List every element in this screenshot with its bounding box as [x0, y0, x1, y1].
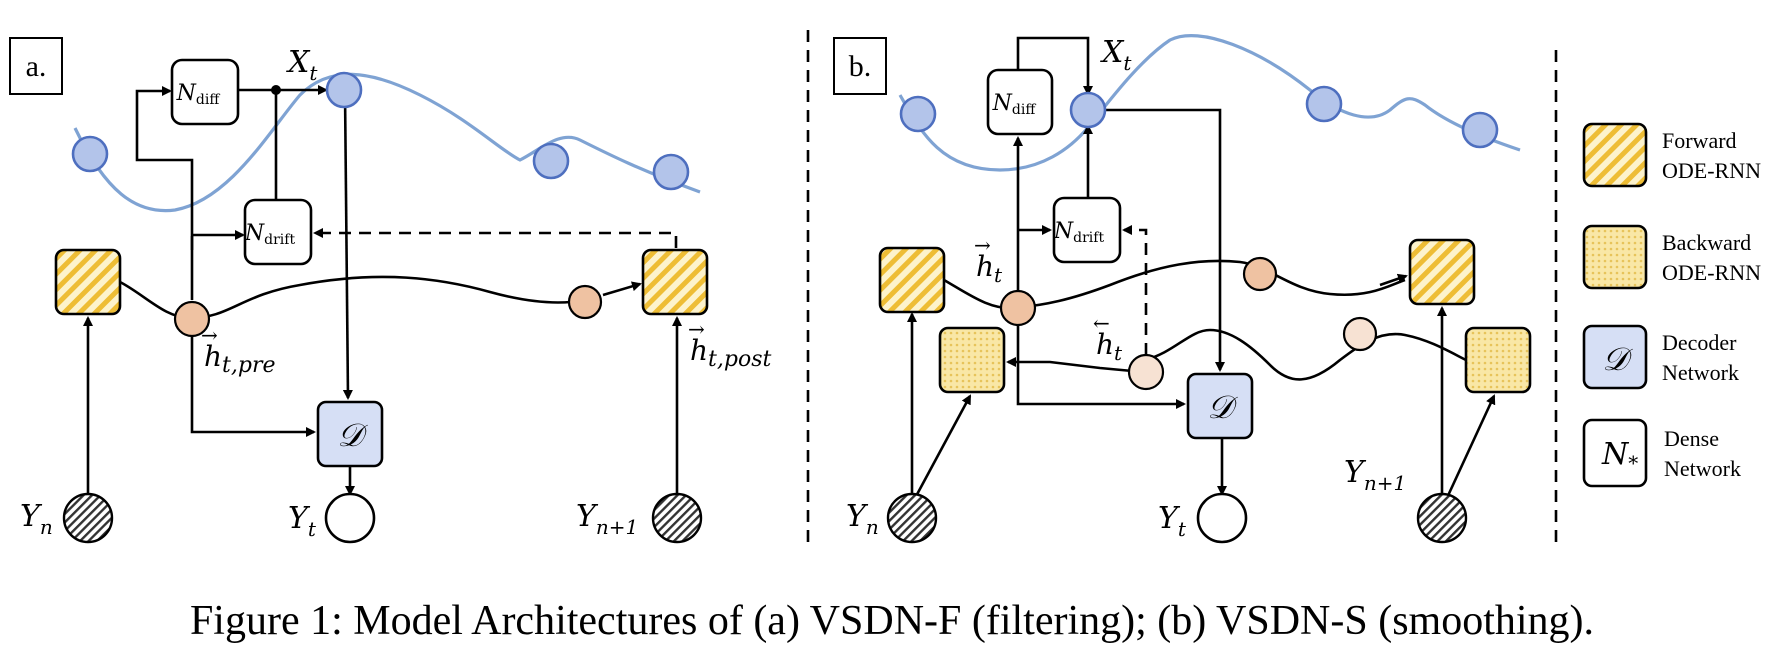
legend-forward-line1: Forward — [1662, 128, 1737, 153]
obs-node-yn1-b — [1416, 492, 1468, 544]
figure-caption: Figure 1: Model Architectures of (a) VSD… — [190, 598, 1594, 644]
backward-hidden-trajectory-b — [1144, 328, 1467, 381]
legend-dense-line2: Network — [1664, 456, 1741, 481]
forward-hidden-node-b — [999, 289, 1037, 327]
x-t-label-b: Xt — [1100, 35, 1132, 75]
n-diff-box-b — [986, 68, 1054, 136]
forward-odernn-block-b-left — [878, 246, 946, 314]
h-pre-arrow: → — [201, 323, 218, 347]
y-t-label-b: Yt — [1158, 501, 1187, 541]
latent-trajectory-b — [898, 34, 1521, 172]
hidden-node-a-pre — [173, 300, 211, 338]
latent-node-a-2 — [325, 71, 363, 109]
y-n-label-b: Yn — [846, 499, 879, 539]
latent-node-a-1 — [71, 135, 109, 173]
h-pre-label: ht,pre — [204, 340, 276, 378]
obs-node-yn-a — [62, 492, 114, 544]
latent-node-b-2 — [1069, 91, 1107, 129]
h-bwd-arrow: ← — [1093, 311, 1110, 335]
legend-dense-symbol: N* — [1601, 437, 1638, 475]
forward-odernn-block-a-left — [54, 248, 122, 316]
h-post-label: ht,post — [690, 334, 771, 372]
obs-node-yn-b — [886, 492, 938, 544]
n-drift-label-b: Ndrift — [1053, 219, 1105, 246]
legend-dense-swatch — [1582, 418, 1648, 488]
latent-node-a-3 — [532, 142, 570, 180]
output-node-yt-b — [1196, 492, 1248, 544]
backward-hidden-node-b-2 — [1342, 316, 1378, 352]
output-node-yt-a — [324, 492, 376, 544]
forward-hidden-node-b-2 — [1242, 256, 1278, 292]
legend-backward-line1: Backward — [1662, 230, 1751, 255]
backward-odernn-block-b-left — [938, 326, 1006, 394]
h-bwd-label: ht — [1096, 328, 1123, 365]
forward-odernn-block-b-right — [1408, 238, 1476, 306]
legend: Forward ODE-RNN Backward ODE-RNN 𝒟 Decod… — [1582, 122, 1761, 488]
panel-b-label: b. — [849, 50, 872, 83]
legend-backward-swatch — [1582, 224, 1648, 290]
y-n1-label-b: Yn+1 — [1344, 455, 1406, 495]
decoder-box-b — [1186, 372, 1254, 440]
forward-odernn-block-a-right — [641, 248, 709, 316]
y-n1-label-a: Yn+1 — [576, 499, 638, 539]
latent-trajectory-a — [73, 72, 701, 213]
y-t-label-a: Yt — [288, 501, 317, 541]
legend-dense-line1: Dense — [1664, 426, 1719, 451]
h-fwd-arrow: → — [974, 233, 991, 257]
n-diff-label-a: Ndiff — [176, 81, 221, 108]
backward-odernn-block-b-right — [1464, 326, 1532, 394]
panel-b: b. Ndiff Ndrift 𝒟 — [833, 34, 1532, 544]
latent-node-b-4 — [1461, 111, 1499, 149]
legend-decoder-line1: Decoder — [1662, 330, 1737, 355]
panel-b-label-box — [833, 37, 887, 95]
legend-backward-line2: ODE-RNN — [1662, 260, 1761, 285]
x-t-label-a: Xt — [286, 45, 318, 85]
panel-a-label: a. — [26, 50, 47, 83]
y-n-label-a: Yn — [20, 499, 53, 539]
backward-hidden-node-b — [1127, 353, 1165, 391]
h-post-arrow: → — [688, 317, 705, 341]
panel-a: a. Ndiff Ndrift 𝒟 — [9, 37, 771, 544]
legend-forward-swatch — [1582, 122, 1648, 188]
n-diff-box-a — [170, 58, 240, 126]
latent-node-a-4 — [652, 153, 690, 191]
legend-decoder-swatch — [1582, 324, 1648, 390]
h-fwd-label: ht — [976, 250, 1003, 287]
legend-forward-line2: ODE-RNN — [1662, 158, 1761, 183]
obs-node-yn1-a — [651, 492, 703, 544]
panel-a-label-box — [9, 37, 63, 95]
legend-decoder-line2: Network — [1662, 360, 1739, 385]
n-drift-box-a — [243, 198, 313, 266]
n-diff-label-b: Ndiff — [992, 91, 1037, 118]
hidden-node-a-mid — [567, 284, 603, 320]
latent-node-b-3 — [1305, 85, 1343, 123]
n-drift-label-a: Ndrift — [244, 221, 296, 248]
latent-node-b-1 — [899, 95, 937, 133]
